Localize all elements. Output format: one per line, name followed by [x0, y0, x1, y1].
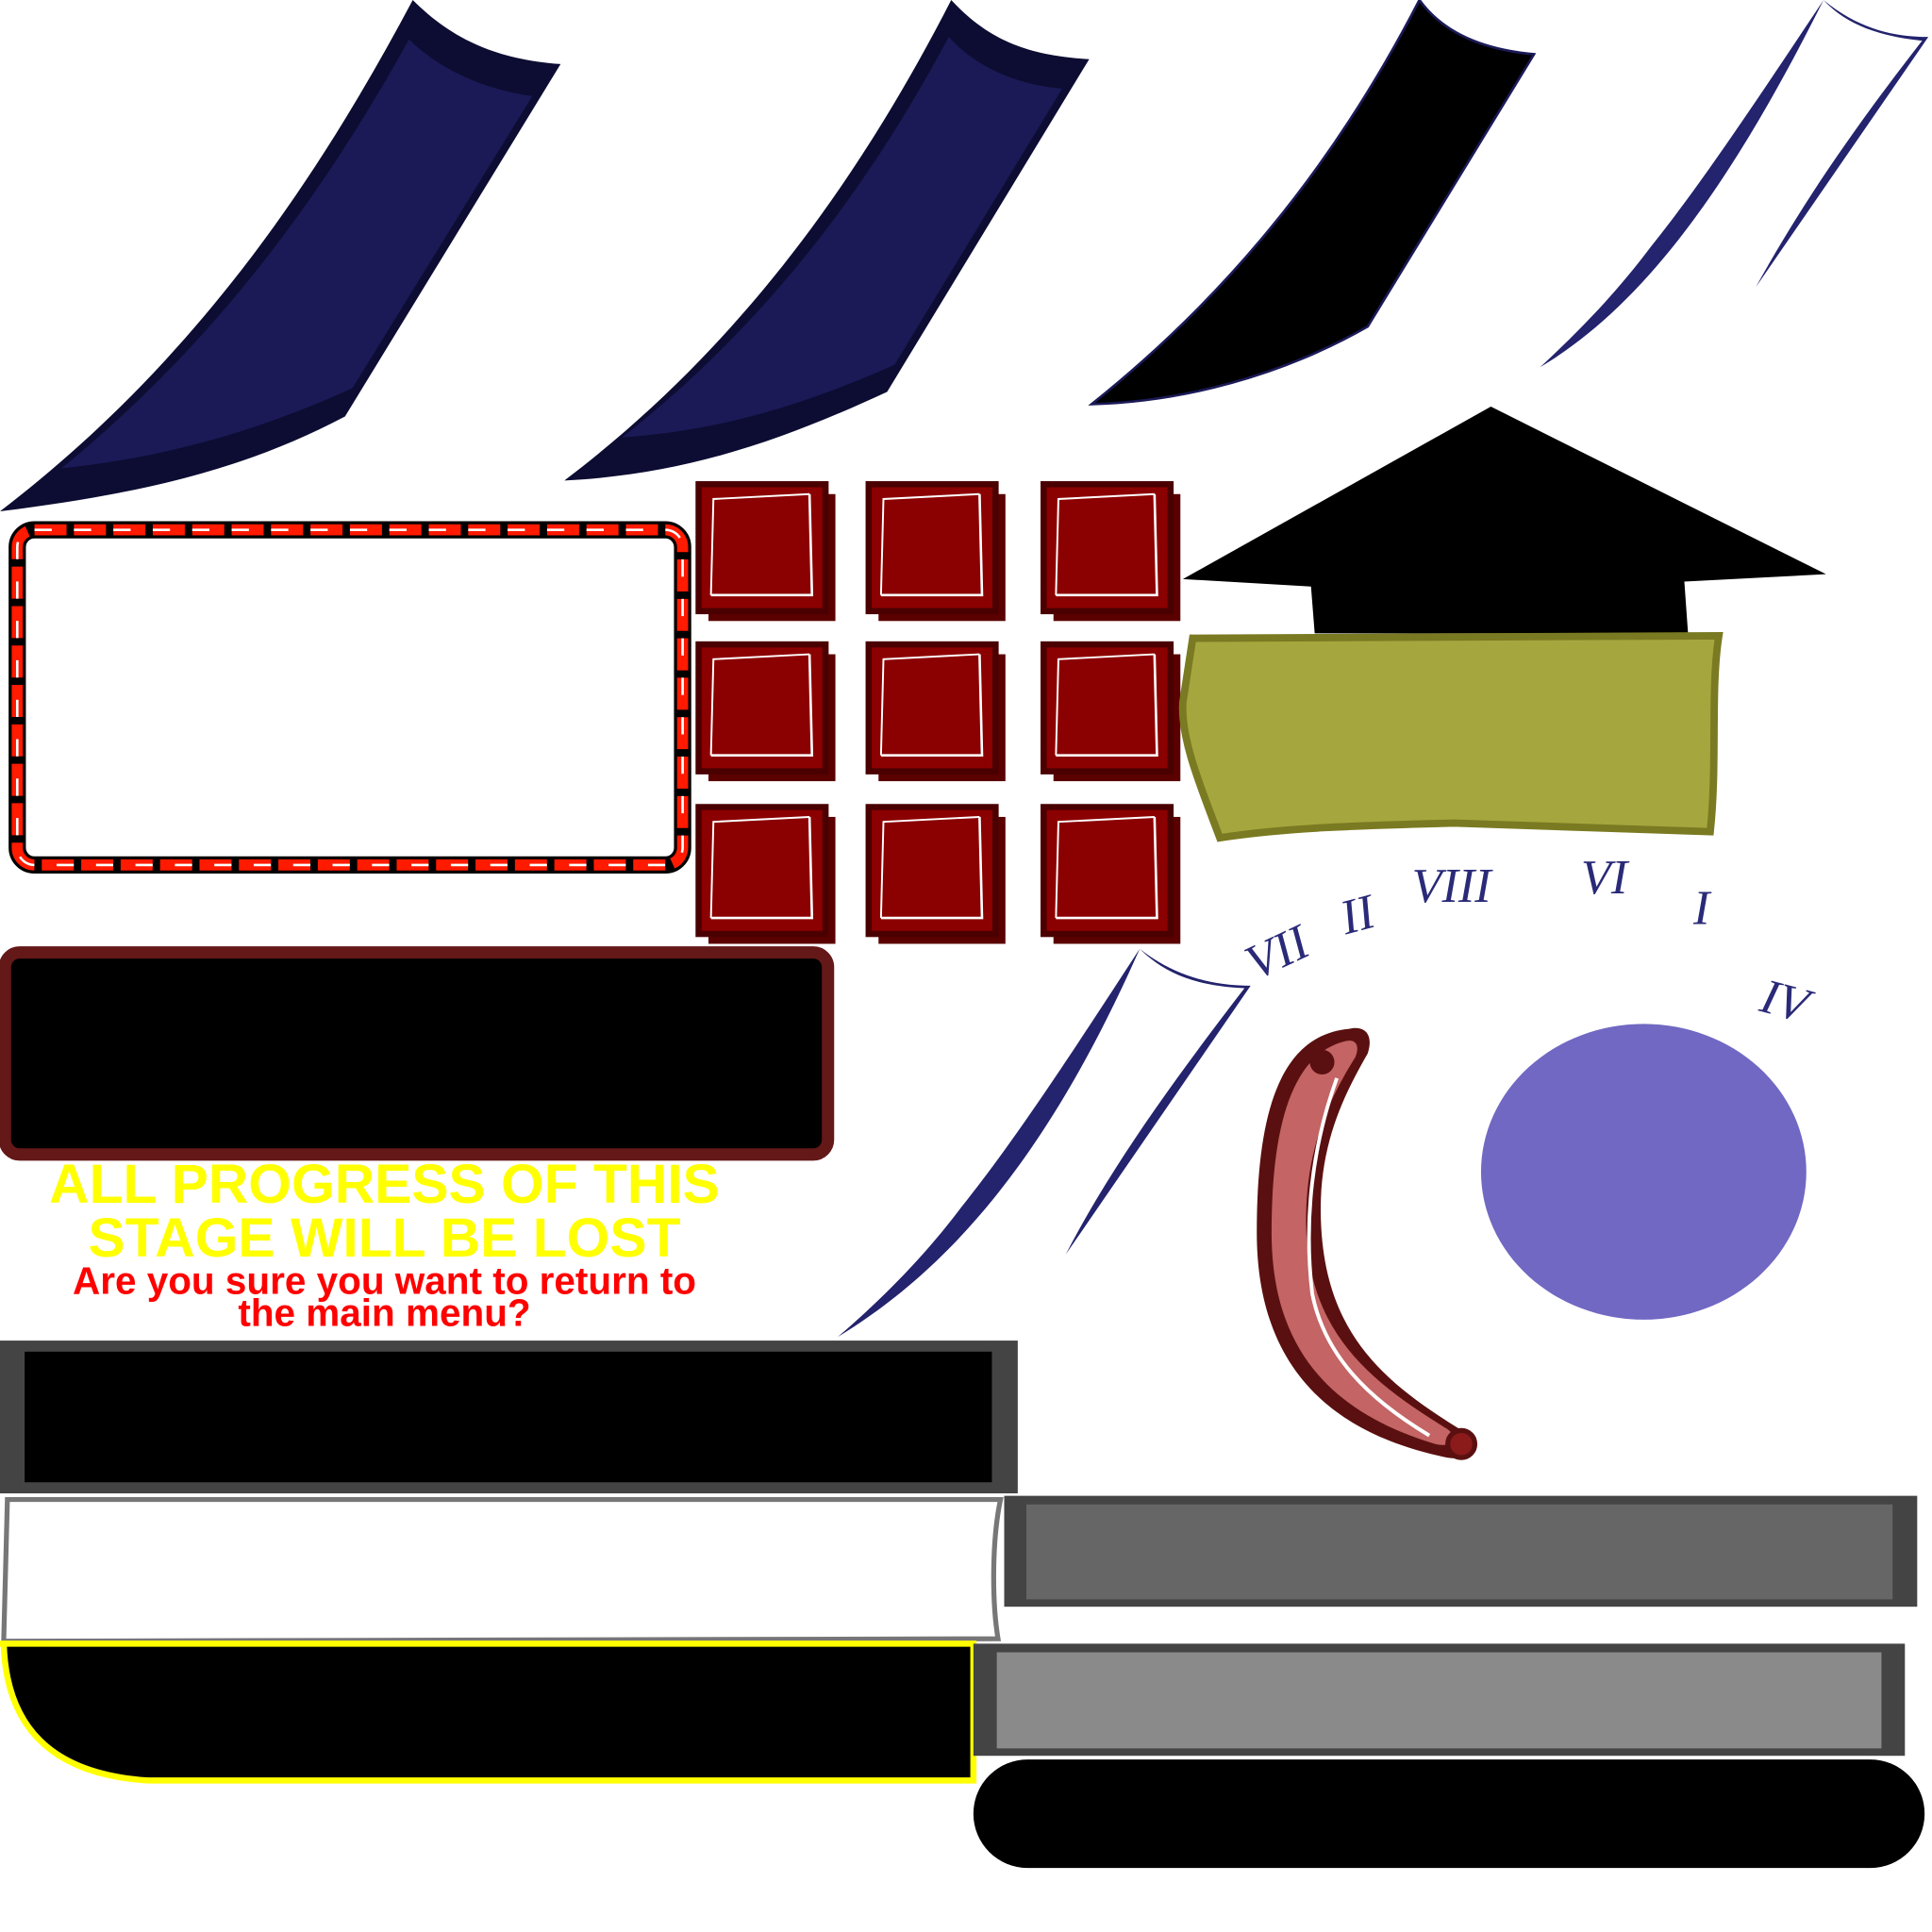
numeral-ii: II — [1334, 884, 1383, 946]
numeral-viii: VIII — [1412, 858, 1494, 913]
red-tentacle-sprite — [1257, 1027, 1478, 1460]
red-tile-6 — [1041, 641, 1181, 782]
navy-blade-sprite-1 — [0, 0, 561, 512]
red-tile-7 — [695, 804, 836, 944]
black-blade-sprite — [1088, 0, 1537, 406]
question-line-2: the main menu? — [238, 1291, 530, 1334]
warning-line-2: STAGE WILL BE LOST — [89, 1208, 681, 1269]
olive-banner-sprite — [1178, 632, 1724, 842]
dialog-panel-sprite — [0, 946, 835, 1161]
warning-line-1: ALL PROGRESS OF THIS — [49, 1154, 720, 1215]
navy-blade-sprite-2 — [564, 0, 1090, 481]
black-pill-sprite — [973, 1759, 1925, 1869]
clock-numerals: VII II VIII VI I IV — [1237, 850, 1819, 1035]
red-tile-4 — [695, 641, 836, 782]
dark-gray-bar-sprite — [0, 1341, 1018, 1494]
numeral-vii: VII — [1237, 913, 1319, 991]
purple-circle-sprite — [1480, 1024, 1807, 1320]
thin-blade-sprite-1 — [1540, 0, 1929, 368]
numeral-iv: IV — [1754, 968, 1819, 1034]
red-tile-5 — [865, 641, 1006, 782]
numeral-vi: VI — [1581, 850, 1630, 905]
gray-bar-sprite-1 — [1004, 1495, 1918, 1607]
thin-blade-sprite-2 — [838, 948, 1251, 1338]
red-tile-9 — [1041, 804, 1181, 944]
red-tile-1 — [695, 481, 836, 622]
black-arrow-sprite — [1182, 407, 1826, 634]
red-rope-frame-sprite — [8, 521, 691, 874]
red-tile-grid — [695, 481, 1181, 944]
white-bar-sprite — [1, 1496, 1004, 1644]
gray-bar-sprite-2 — [973, 1643, 1906, 1757]
black-yellow-bar-sprite — [0, 1641, 977, 1784]
red-tile-8 — [865, 804, 1006, 944]
question-line-1: Are you sure you want to return to — [73, 1258, 696, 1302]
red-tile-3 — [1041, 481, 1181, 622]
numeral-i: I — [1692, 881, 1712, 936]
red-tile-2 — [865, 481, 1006, 622]
